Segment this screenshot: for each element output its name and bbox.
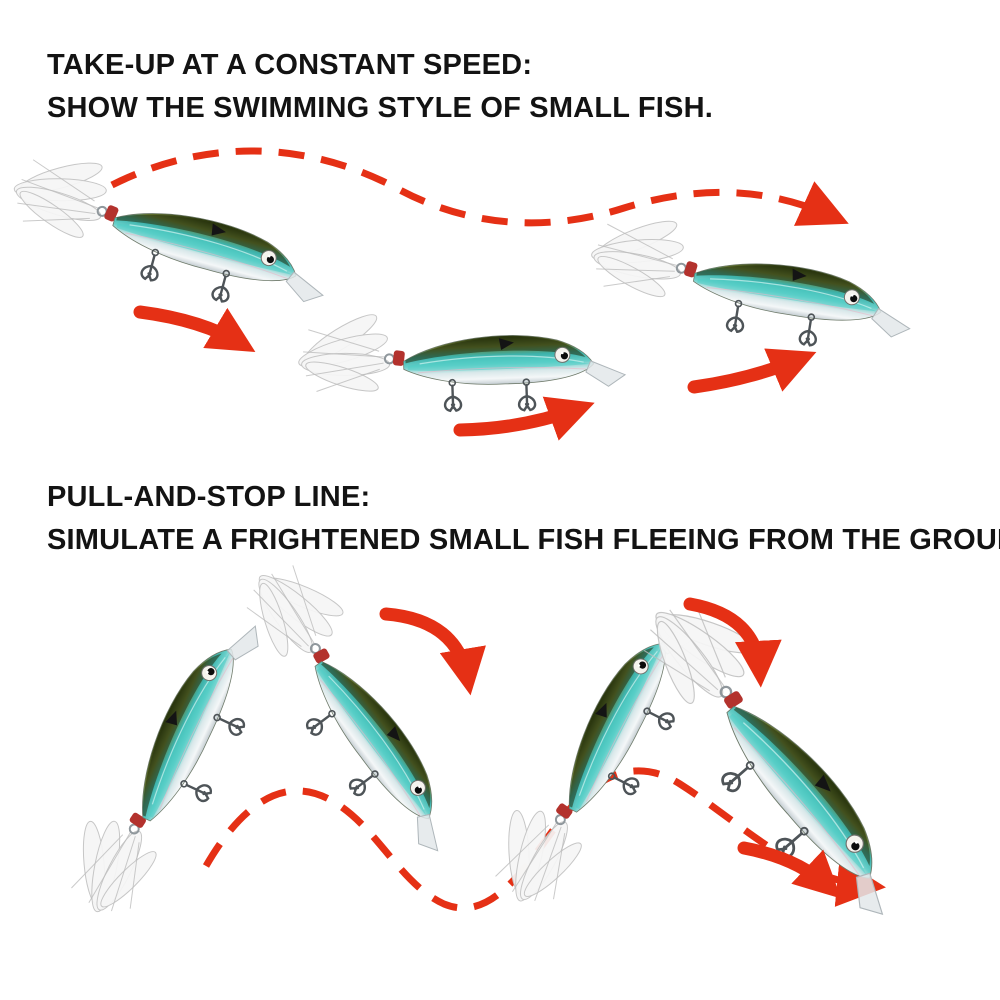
pullstop-heading-line1: PULL-AND-STOP LINE: [47,481,371,513]
pullstop-red-arrow-icon-2 [683,597,782,688]
lure-icon-3 [580,203,921,361]
takeup-red-arrow-icon-3 [687,348,817,394]
pullstop-heading-line2: SIMULATE A FRIGHTENED SMALL FISH FLEEING… [47,524,1000,556]
takeup-dashed-swim-path-icon [110,147,849,227]
lure-icon-7 [607,572,948,938]
takeup-heading-line1: TAKE-UP AT A CONSTANT SPEED: [47,49,533,81]
pullstop-red-arrow-icon-1 [379,607,486,696]
takeup-red-arrow-icon-2 [453,396,595,441]
takeup-heading-line2: SHOW THE SWIMMING STYLE OF SMALL FISH. [47,92,713,124]
takeup-heading: TAKE-UP AT A CONSTANT SPEED: SHOW THE SW… [47,44,713,130]
pullstop-red-arrow-icon-3 [737,841,842,899]
pullstop-heading: PULL-AND-STOP LINE: SIMULATE A FRIGHTENE… [47,476,1000,562]
takeup-red-arrow-icon-1 [133,305,256,353]
lure-icon-4 [48,594,284,937]
lure-icon-2 [294,299,626,418]
